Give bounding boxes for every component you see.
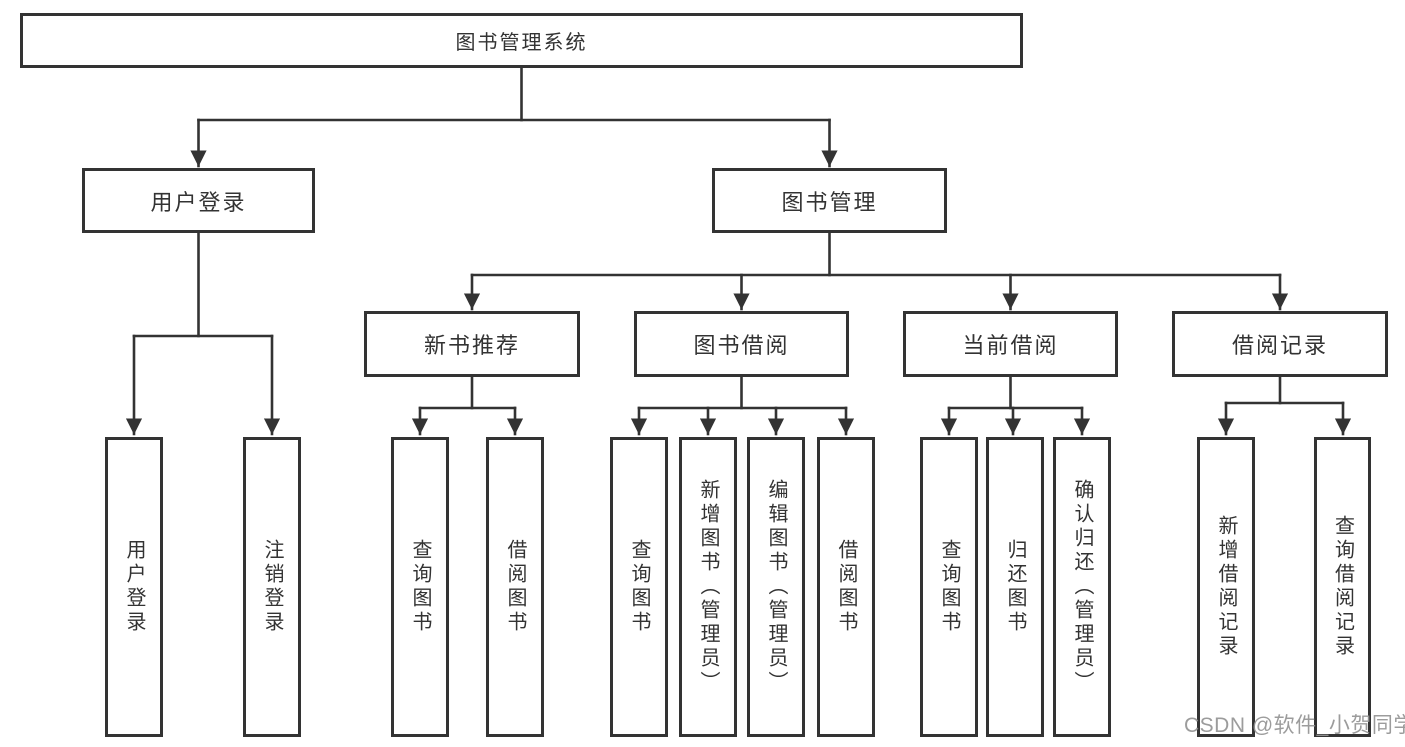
node-book-management: 图书管理 — [712, 168, 947, 233]
node-current-borrow: 当前借阅 — [903, 311, 1118, 377]
node-book-borrow: 图书借阅 — [634, 311, 849, 377]
node-root: 图书管理系统 — [20, 13, 1023, 68]
node-new-book-recommend: 新书推荐 — [364, 311, 580, 377]
node-user-login: 用户登录 — [82, 168, 315, 233]
leaf-confirm-return-admin: 确认归还（管理员） — [1053, 437, 1111, 737]
leaf-edit-books-admin: 编辑图书（管理员） — [747, 437, 805, 737]
csdn-watermark: CSDN @软件_小贺同学 — [1184, 714, 1405, 737]
leaf-return-books: 归还图书 — [986, 437, 1044, 737]
leaf-logout: 注销登录 — [243, 437, 301, 737]
leaf-add-borrow-record: 新增借阅记录 — [1197, 437, 1255, 737]
node-borrow-records: 借阅记录 — [1172, 311, 1388, 377]
leaf-query-books-current: 查询图书 — [920, 437, 978, 737]
leaf-query-books-recommend: 查询图书 — [391, 437, 449, 737]
leaf-user-login: 用户登录 — [105, 437, 163, 737]
leaf-query-books-borrow: 查询图书 — [610, 437, 668, 737]
leaf-borrow-books-borrow: 借阅图书 — [817, 437, 875, 737]
leaf-query-borrow-record: 查询借阅记录 — [1314, 437, 1371, 737]
leaf-borrow-books-recommend: 借阅图书 — [486, 437, 544, 737]
leaf-add-books-admin: 新增图书（管理员） — [679, 437, 737, 737]
